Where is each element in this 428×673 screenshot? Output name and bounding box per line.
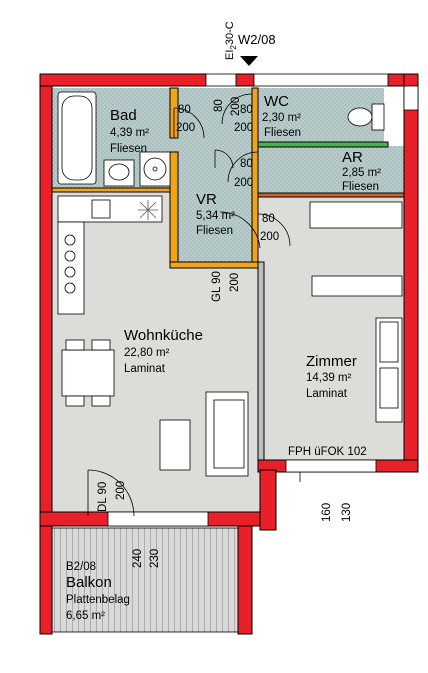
- balcony-door-label: DL 90: [97, 482, 109, 512]
- zimmer-window-label: FPH üFOK 102: [288, 446, 367, 458]
- wohnkueche-material: Laminat: [124, 363, 166, 375]
- zimmer-door-width: 80: [262, 213, 275, 225]
- balkon-code: B2/08: [66, 561, 96, 573]
- ar-door-width: 80: [240, 158, 253, 170]
- balkon-name: Balkon: [66, 574, 112, 591]
- bad-door-height: 200: [176, 122, 195, 134]
- entrance-door-label: GL 90: [211, 271, 223, 302]
- zimmer-window-dim-b: 130: [341, 503, 353, 522]
- toilet-icon: [347, 103, 385, 131]
- zimmer-door-height: 200: [260, 231, 279, 243]
- vr-name: VR: [196, 191, 217, 208]
- wc-area: 2,30 m²: [262, 112, 301, 124]
- zimmer-area: 14,39 m²: [306, 372, 352, 384]
- wc-door-height: 200: [234, 122, 253, 134]
- wc-top-door-height: 200: [230, 97, 242, 116]
- washbasin-icon: [103, 159, 135, 187]
- zimmer-name: Zimmer: [306, 353, 357, 370]
- wc-name: WC: [264, 93, 289, 110]
- ar-door-height: 200: [234, 177, 253, 189]
- wc-top-door-width: 80: [213, 99, 225, 112]
- wc-door-width: 80: [240, 104, 253, 116]
- zimmer-material: Laminat: [306, 388, 348, 400]
- window-openings: [107, 73, 419, 527]
- bathtub-icon: [57, 91, 97, 185]
- wohnkueche-name: Wohnküche: [124, 327, 203, 344]
- kitchen-counter: [57, 195, 163, 315]
- bad-area: 4,39 m²: [110, 127, 149, 139]
- bed-icon: [375, 317, 403, 423]
- bad-material: Fliesen: [110, 143, 147, 155]
- ar-floor: [258, 146, 404, 194]
- bad-door-width: 80: [178, 104, 191, 116]
- shower-icon: [139, 151, 171, 187]
- balkon-material: Plattenbelag: [66, 594, 130, 606]
- sofa-icon: [159, 391, 249, 477]
- ar-material: Fliesen: [342, 181, 379, 193]
- balkon-area: 6,65 m²: [66, 610, 105, 622]
- entrance-arrow-icon: [240, 56, 258, 66]
- wc-material: Fliesen: [264, 127, 301, 139]
- ar-area: 2,85 m²: [342, 167, 381, 179]
- ar-name: AR: [342, 149, 363, 166]
- balcony-door-height: 200: [115, 481, 127, 500]
- door-swings: [87, 93, 301, 517]
- entrance-door-height: 200: [229, 273, 241, 292]
- zimmer-window-dim-a: 160: [321, 503, 333, 522]
- balcony-window-dim-b: 230: [149, 549, 161, 568]
- balcony-floor: [51, 527, 239, 633]
- kitchen-fan-icon: [138, 200, 158, 220]
- wardrobe: [309, 201, 403, 297]
- stair-code: EI230-C: [224, 21, 238, 60]
- vr-floor: [178, 88, 258, 262]
- unit-code: W2/08: [238, 32, 276, 47]
- vr-material: Fliesen: [196, 225, 233, 237]
- bad-name: Bad: [110, 107, 137, 124]
- wohnkueche-area: 22,80 m²: [124, 347, 170, 359]
- vr-area: 5,34 m²: [196, 210, 235, 222]
- balcony-window-dim-a: 240: [132, 549, 144, 568]
- dining-table: [61, 339, 115, 407]
